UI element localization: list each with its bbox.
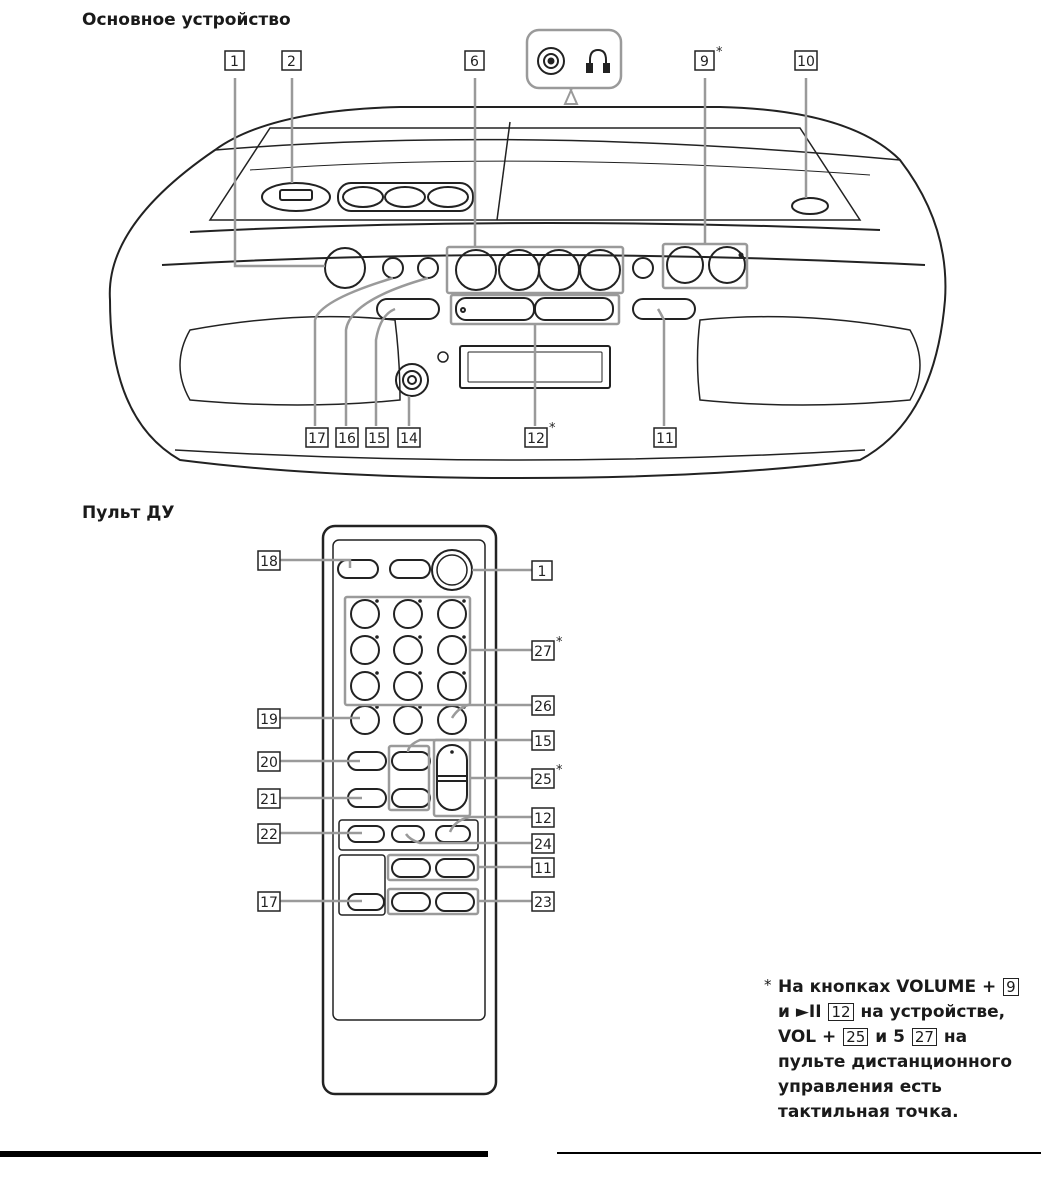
callout-main-14: 14: [400, 431, 418, 447]
headphone-jack-icon: [537, 47, 565, 75]
callout-main-16: 16: [338, 431, 356, 447]
footnote-ref-9: 9: [1003, 978, 1019, 996]
jog-knob-14: [395, 363, 429, 397]
footnote-ref-27: 27: [911, 1028, 937, 1046]
callout-main-6: 6: [470, 54, 479, 70]
main-unit-title: Основное устройство: [82, 10, 291, 30]
callout-main-11: 11: [656, 431, 674, 447]
tactile-dot-footnote: * На кнопках VOLUME + 9 и ►II 12 на устр…: [764, 975, 1028, 1125]
callout-remote-18: 18: [260, 554, 278, 570]
callout-main-1: 1: [230, 54, 239, 70]
remote-title: Пульт ДУ: [82, 503, 175, 523]
footer-rule-right: [557, 1152, 1041, 1154]
callout-remote-25: 25: [534, 772, 552, 788]
callout-remote-24: 24: [534, 837, 552, 853]
callout-remote-21: 21: [260, 792, 278, 808]
callout-remote-15: 15: [534, 734, 552, 750]
headphones-icon: [589, 48, 607, 70]
callout-remote-1: 1: [538, 564, 547, 580]
callout-remote-23: 23: [534, 895, 552, 911]
asterisk-27: *: [556, 635, 563, 650]
volume-rocker: [436, 744, 468, 811]
boombox-body: [108, 106, 947, 480]
headphone-inset: [525, 28, 623, 90]
remote-body: [321, 524, 498, 1096]
top-right-indicator-10: [791, 197, 829, 215]
callout-remote-26: 26: [534, 699, 552, 715]
callout-remote-12: 12: [534, 811, 552, 827]
callout-main-12: 12: [527, 431, 545, 447]
callout-main-10: 10: [797, 54, 815, 70]
footnote-ref-25: 25: [843, 1028, 869, 1046]
callout-remote-27: 27: [534, 644, 552, 660]
callout-remote-17: 17: [260, 895, 278, 911]
top-dial-2: [261, 182, 331, 212]
callout-main-9: 9: [700, 54, 709, 70]
footer-rule-left: [0, 1151, 488, 1157]
cd-lid: [208, 127, 862, 221]
footnote-ref-12: 12: [828, 1003, 854, 1021]
asterisk-9: *: [716, 45, 723, 60]
right-speaker-grille: [696, 315, 921, 406]
callout-main-15: 15: [368, 431, 386, 447]
asterisk-25: *: [556, 763, 563, 778]
asterisk-12: *: [549, 421, 556, 436]
callout-remote-19: 19: [260, 712, 278, 728]
callout-remote-22: 22: [260, 827, 278, 843]
left-speaker-grille: [179, 315, 401, 406]
callout-main-17: 17: [308, 431, 326, 447]
callout-remote-11: 11: [534, 861, 552, 877]
callout-main-2: 2: [287, 54, 296, 70]
callout-remote-20: 20: [260, 755, 278, 771]
power-button-1: [324, 247, 366, 289]
footnote-asterisk: *: [764, 976, 772, 994]
